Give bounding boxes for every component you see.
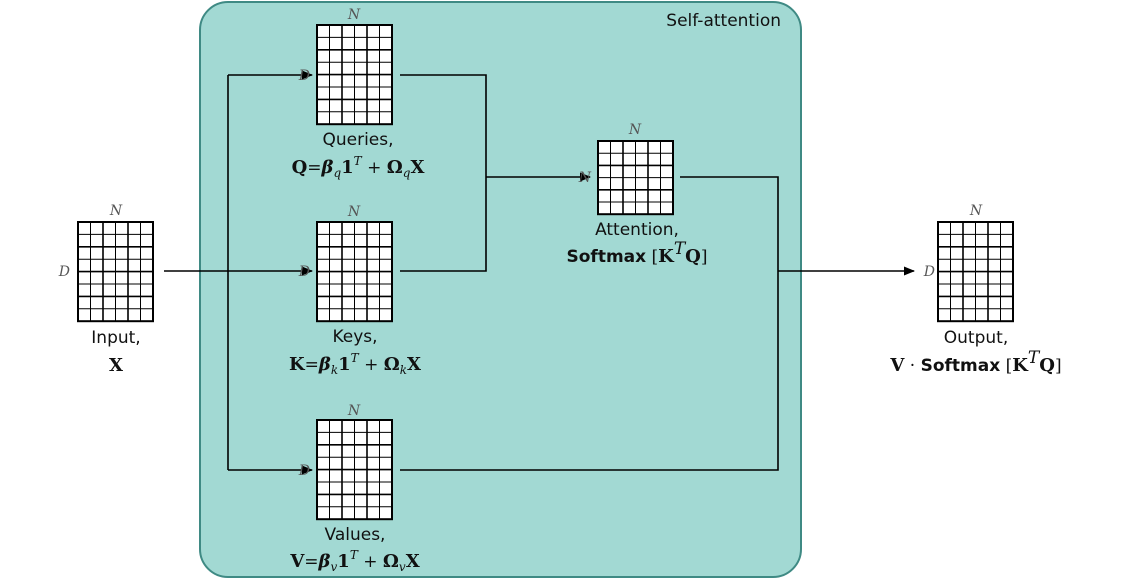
matrix-border xyxy=(316,221,393,323)
wire-queries-out xyxy=(400,74,487,177)
wire-attention-out xyxy=(680,176,779,271)
output-n-label: N xyxy=(969,203,983,219)
keys-n-label: N xyxy=(347,204,361,220)
matrix-border xyxy=(597,140,674,216)
input-matrix xyxy=(77,221,154,323)
matrix-border xyxy=(937,221,1014,323)
attention-formula: Softmax [KTQ] xyxy=(567,239,708,267)
panel-title: Self-attention xyxy=(666,11,781,31)
output-label: Output, xyxy=(944,328,1008,348)
output-matrix xyxy=(937,221,1014,323)
keys-equation: K=βk1T + ΩkX xyxy=(289,351,421,377)
attention-matrix xyxy=(597,140,674,216)
matrix-border xyxy=(316,24,393,126)
values-matrix xyxy=(316,419,393,521)
input-d-label: D xyxy=(58,264,70,280)
input-symbol: X xyxy=(109,355,123,376)
queries-d-label: D xyxy=(298,68,310,84)
keys-d-label: D xyxy=(298,264,310,280)
keys-label: Keys, xyxy=(332,327,377,347)
matrix-border xyxy=(77,221,154,323)
self-attention-panel xyxy=(199,1,802,578)
wire-values-out xyxy=(400,271,779,471)
values-n-label: N xyxy=(347,403,361,419)
wire-keys-out xyxy=(400,177,487,272)
input-label: Input, xyxy=(91,328,140,348)
attention-n-label: N xyxy=(628,122,642,138)
matrix-border xyxy=(316,419,393,521)
queries-n-label: N xyxy=(347,7,361,23)
attention-d-label: N xyxy=(578,170,592,186)
input-n-label: N xyxy=(109,203,123,219)
queries-label: Queries, xyxy=(322,130,393,150)
queries-equation: Q=βq1T + ΩqX xyxy=(292,154,425,180)
dimension-labels: N D N D N D N D N N N D xyxy=(58,7,983,479)
attention-label: Attention, xyxy=(595,220,679,240)
values-equation: V=βv1T + ΩvX xyxy=(289,548,419,574)
values-label: Values, xyxy=(325,525,386,545)
keys-matrix xyxy=(316,221,393,323)
connection-wires xyxy=(164,70,916,475)
queries-matrix xyxy=(316,24,393,126)
values-d-label: D xyxy=(298,463,310,479)
output-formula: V · Softmax [KTQ] xyxy=(889,348,1061,376)
output-d-label: D xyxy=(923,264,935,280)
